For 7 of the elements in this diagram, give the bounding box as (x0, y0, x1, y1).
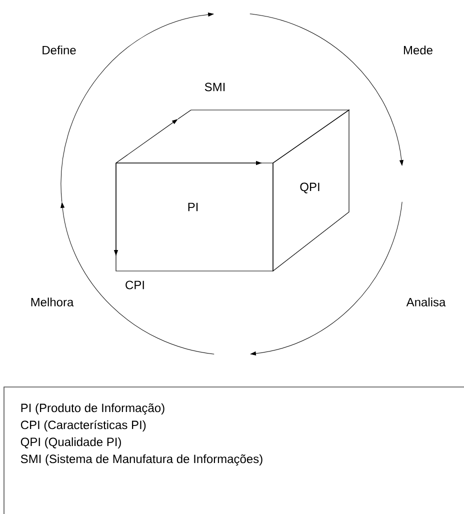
front-face: PI (116, 162, 274, 272)
legend-box: PI (Produto de Informação) CPI (Características PI) QPI (Qualidade PI) SMI (Sistema de Manufatura de Informações) (4, 386, 464, 514)
label: Melhora (31, 298, 74, 306)
label: Analisa (406, 298, 446, 306)
label: Mede (404, 46, 432, 54)
label: SMI (204, 82, 225, 92)
label: Define (42, 46, 76, 54)
